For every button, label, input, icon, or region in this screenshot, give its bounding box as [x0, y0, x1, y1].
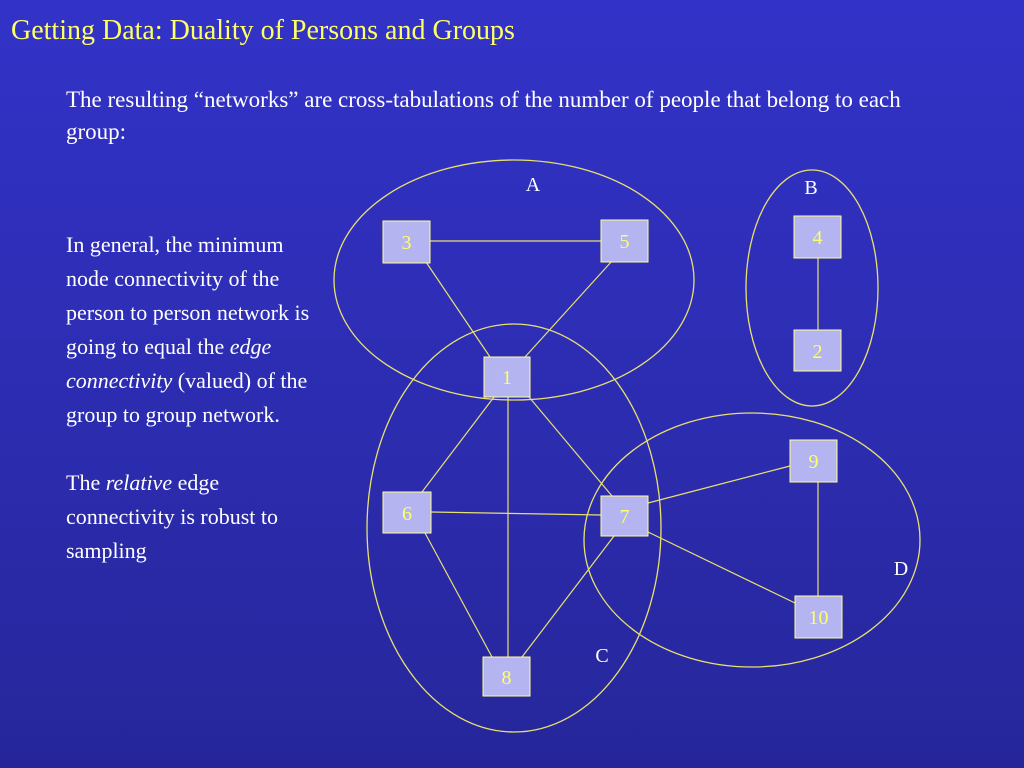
slide-title: Getting Data: Duality of Persons and Gro… — [11, 15, 515, 46]
group-c-label: C — [595, 645, 608, 667]
paragraph-relative-connectivity: The relative edge connectivity is robust… — [66, 466, 316, 568]
node-1: 1 — [483, 356, 531, 398]
group-b-ellipse — [745, 169, 879, 407]
node-2: 2 — [793, 329, 842, 372]
node-10: 10 — [794, 595, 843, 639]
edge-7-10 — [647, 531, 796, 604]
group-d-label: D — [894, 558, 908, 580]
node-5-label: 5 — [620, 231, 630, 253]
node-5-box — [600, 219, 649, 263]
node-4-label: 4 — [813, 227, 823, 249]
node-10-box — [794, 595, 843, 639]
node-3: 3 — [382, 220, 431, 264]
node-2-box — [793, 329, 842, 372]
edge-1-6 — [421, 396, 495, 493]
node-8: 8 — [482, 656, 531, 697]
node-4: 4 — [793, 215, 842, 259]
group-a-label: A — [526, 174, 541, 196]
group-a-ellipse — [333, 159, 695, 401]
node-7-box — [600, 495, 649, 537]
group-d-ellipse — [583, 412, 921, 668]
node-6-label: 6 — [402, 503, 412, 525]
paragraph1-before: In general, the minimum node connectivit… — [66, 232, 310, 359]
node-1-box — [483, 356, 531, 398]
edge-6-7 — [430, 511, 602, 516]
node-2-label: 2 — [813, 341, 823, 363]
node-3-label: 3 — [402, 232, 412, 254]
side-text: In general, the minimum node connectivit… — [66, 228, 316, 602]
node-1-label: 1 — [502, 367, 512, 389]
group-b-label: B — [804, 177, 817, 199]
node-8-box — [482, 656, 531, 697]
edge-7-8 — [521, 535, 615, 658]
node-6-box — [382, 491, 432, 534]
node-7-label: 7 — [620, 506, 630, 528]
node-9-label: 9 — [809, 451, 819, 473]
intro-text: The resulting “networks” are cross-tabul… — [66, 87, 901, 144]
node-8-label: 8 — [502, 667, 512, 689]
edge-1-7 — [528, 396, 613, 497]
edge-7-9 — [647, 465, 791, 504]
node-10-label: 10 — [809, 607, 829, 629]
node-6: 6 — [382, 491, 432, 534]
node-9: 9 — [789, 439, 838, 483]
paragraph2-after: edge connectivity is robust to sampling — [66, 470, 279, 563]
edge-5-1 — [524, 260, 613, 358]
paragraph1-middle: (valued) of the group to group network. — [66, 368, 308, 427]
edge-6-8 — [424, 532, 493, 658]
edge-connectivity-emphasis: edge connectivity — [66, 334, 272, 393]
node-3-box — [382, 220, 431, 264]
edge-3-1 — [425, 261, 491, 358]
node-4-box — [793, 215, 842, 259]
paragraph2-before: The — [66, 470, 106, 495]
relative-emphasis: relative — [105, 470, 173, 495]
node-9-box — [789, 439, 838, 483]
node-5: 5 — [600, 219, 649, 263]
node-7: 7 — [600, 495, 649, 537]
paragraph-node-connectivity: In general, the minimum node connectivit… — [66, 228, 316, 432]
group-c-ellipse — [366, 323, 662, 733]
